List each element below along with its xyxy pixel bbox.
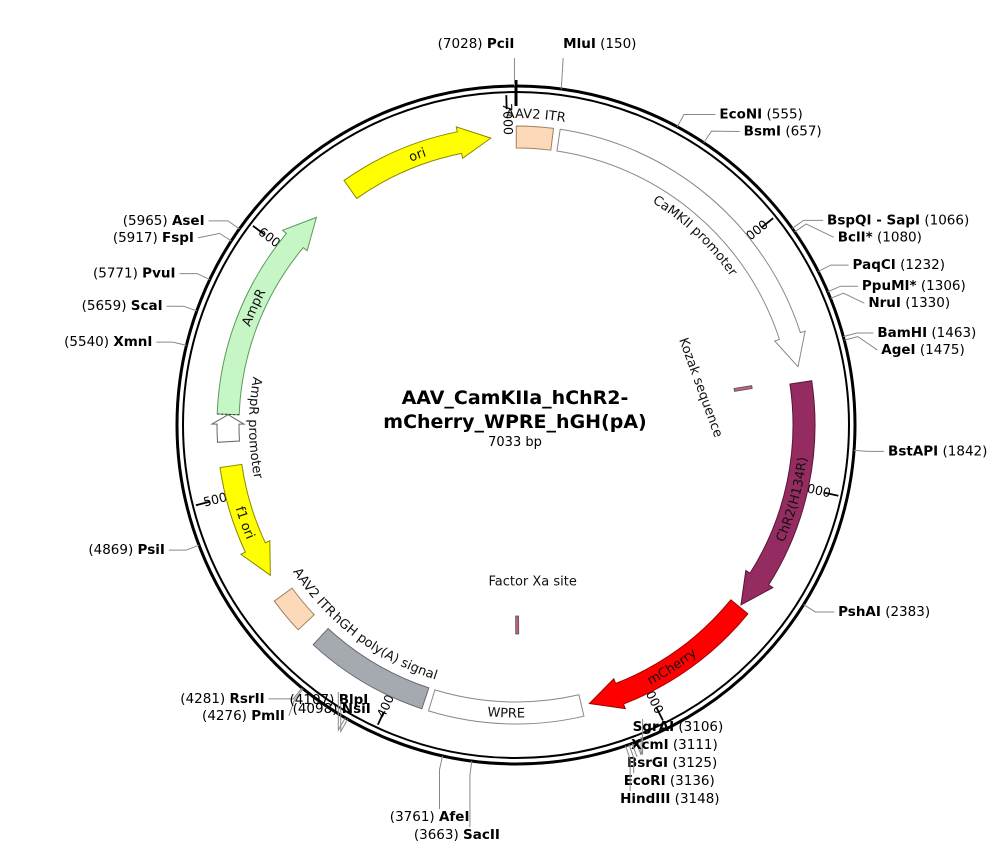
leader-line bbox=[208, 220, 240, 230]
leader-line bbox=[268, 687, 303, 700]
site-label-sgrai: SgrAI (3106) bbox=[633, 719, 724, 735]
site-label-blpi: (4107) BlpI bbox=[290, 692, 369, 708]
site-label-econi: EcoNI (555) bbox=[719, 107, 802, 123]
map-title-line2: mCherry_WPRE_hGH(pA) bbox=[383, 411, 646, 433]
restriction-sites: EcoNI (555)BsmI (657) BspQI - SapI (1066)… bbox=[64, 36, 987, 843]
leader-line bbox=[794, 223, 834, 238]
leader-line bbox=[340, 701, 349, 734]
site-label-scai: (5659) ScaI bbox=[82, 298, 163, 314]
feature-ampr bbox=[216, 216, 318, 416]
site-label-agei: AgeI (1475) bbox=[881, 342, 964, 358]
leader-line bbox=[179, 273, 210, 281]
marker-kozak-sequence bbox=[733, 385, 753, 392]
leader-line bbox=[803, 604, 835, 613]
site-label-pshai: PshAI (2383) bbox=[838, 604, 930, 620]
leader-line bbox=[843, 332, 874, 338]
leader-line bbox=[337, 692, 346, 732]
site-label-ppumi-: PpuMI* (1306) bbox=[862, 278, 966, 294]
tick-mark bbox=[195, 500, 210, 507]
feature-label-ori: ori bbox=[407, 145, 428, 165]
leader-line bbox=[168, 544, 200, 551]
label-kozak-sequence: Kozak sequence bbox=[675, 336, 725, 440]
feature-mcherry bbox=[588, 599, 749, 710]
site-label-nsii: (4098) NsiI bbox=[293, 701, 371, 717]
site-label-afei: (3761) AfeI bbox=[390, 809, 470, 825]
site-label-nrui: NruI (1330) bbox=[868, 295, 950, 311]
marker-factor-xa-site bbox=[515, 615, 520, 635]
site-label-xmni: (5540) XmnI bbox=[64, 334, 152, 350]
tick-mark bbox=[252, 225, 265, 235]
site-label-pvui: (5771) PvuI bbox=[93, 266, 176, 282]
map-center-label: AAV_CamKIIa_hChR2- mCherry_WPRE_hGH(pA) … bbox=[383, 387, 646, 450]
tick-mark bbox=[655, 707, 664, 721]
tick-mark bbox=[824, 491, 839, 497]
site-label-bsmi: BsmI (657) bbox=[744, 124, 822, 140]
site-label-pcii: (7028) PciI bbox=[438, 36, 515, 52]
leader-line bbox=[637, 719, 644, 755]
site-label-psii: (4869) PsiI bbox=[88, 542, 165, 558]
feature-chr2-h134r bbox=[740, 380, 816, 606]
feature-label-ampr-promoter: AmpR promoter bbox=[245, 376, 266, 481]
leader-line bbox=[631, 743, 638, 757]
leader-line bbox=[791, 219, 824, 229]
site-label-mlui: MluI (150) bbox=[563, 36, 636, 52]
site-label-bstapi: BstAPI (1842) bbox=[888, 443, 987, 459]
leader-line bbox=[635, 737, 642, 756]
site-label-ecori: EcoRI (3136) bbox=[624, 773, 715, 789]
tick-mark bbox=[761, 217, 774, 228]
map-title-line1: AAV_CamKIIa_hChR2- bbox=[402, 387, 629, 409]
feature-wpre bbox=[427, 689, 585, 725]
leader-line bbox=[830, 292, 865, 304]
leader-line bbox=[817, 264, 849, 272]
tick-mark bbox=[377, 711, 385, 726]
leader-line bbox=[288, 688, 304, 716]
site-label-bspqi-sapi: BspQI - SapI (1066) bbox=[827, 212, 969, 228]
site-label-xcmi: XcmI (3111) bbox=[631, 737, 718, 753]
leader-line bbox=[197, 232, 232, 242]
feature-ori bbox=[343, 126, 492, 200]
feature-aav2-itr bbox=[273, 587, 315, 631]
leader-line bbox=[166, 305, 197, 312]
leader-line bbox=[844, 336, 878, 351]
map-size-label: 7033 bp bbox=[488, 435, 542, 450]
leader-line bbox=[625, 745, 631, 791]
site-label-pmli: (4276) PmlI bbox=[202, 708, 285, 724]
leader-line bbox=[854, 449, 885, 452]
leader-line bbox=[676, 114, 716, 128]
site-label-hindiii: HindIII (3148) bbox=[620, 791, 719, 807]
leader-line bbox=[439, 755, 444, 809]
site-label-paqci: PaqCI (1232) bbox=[853, 257, 945, 273]
leader-line bbox=[827, 285, 858, 293]
tick-label: 7000 bbox=[500, 103, 516, 135]
feature-f1-ori bbox=[219, 463, 271, 577]
feature-camkii-promoter bbox=[556, 128, 806, 368]
feature-label-wpre: WPRE bbox=[487, 705, 525, 721]
leader-line bbox=[469, 761, 473, 827]
leader-line bbox=[560, 57, 564, 90]
leader-line bbox=[628, 744, 635, 773]
site-label-fspi: (5917) FspI bbox=[113, 230, 194, 246]
plasmid-backbone bbox=[175, 80, 857, 766]
feature-aav2-itr bbox=[515, 125, 555, 151]
site-label-bamhi: BamHI (1463) bbox=[877, 325, 976, 341]
leader-line bbox=[156, 341, 187, 346]
feature-hgh-poly-a-signal bbox=[312, 627, 430, 710]
site-label-sacii: (3663) SacII bbox=[414, 827, 500, 843]
feature-label-aav2-itr: AAV2 ITR bbox=[506, 107, 567, 126]
site-label-bcli-: BclI* (1080) bbox=[838, 229, 922, 245]
site-label-bsrgi: BsrGI (3125) bbox=[627, 755, 717, 771]
feature-ampr-promoter bbox=[210, 414, 246, 443]
site-label-asei: (5965) AseI bbox=[123, 213, 205, 229]
label-factor-xa-site: Factor Xa site bbox=[488, 575, 576, 590]
site-label-rsrii: (4281) RsrII bbox=[180, 691, 264, 707]
leader-line bbox=[703, 130, 740, 144]
